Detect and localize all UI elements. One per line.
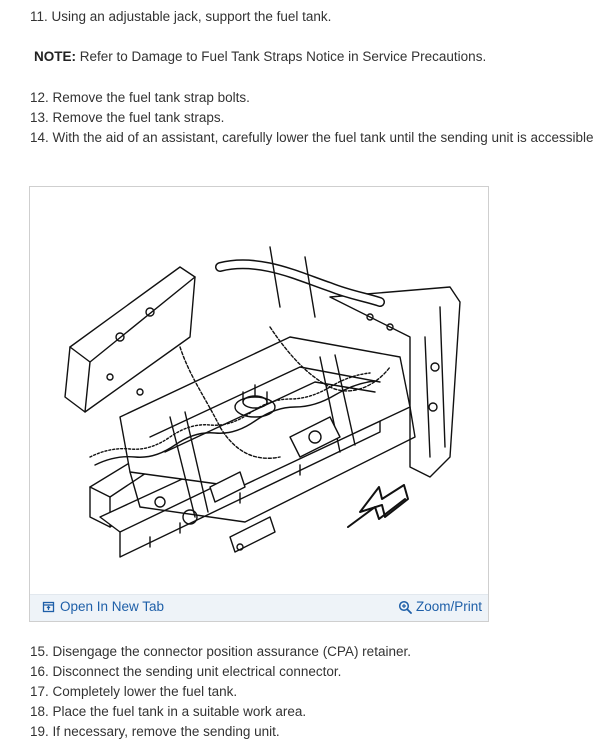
open-in-new-tab-label: Open In New Tab: [60, 599, 165, 614]
step-18: 18. Place the fuel tank in a suitable wo…: [30, 704, 307, 719]
open-new-tab-icon: [42, 601, 55, 612]
fuel-tank-illustration: [64, 246, 461, 558]
open-in-new-tab-link[interactable]: Open In New Tab: [42, 599, 164, 614]
note-label: NOTE:: [34, 49, 76, 64]
figure-toolbar: Open In New Tab Zoom/Print: [30, 594, 488, 621]
fuel-tank-figure: Open In New Tab Zoom/Print: [29, 186, 489, 622]
note: NOTE: Refer to Damage to Fuel Tank Strap…: [34, 48, 486, 66]
step-19: 19. If necessary, remove the sending uni…: [30, 724, 280, 739]
step-17: 17. Completely lower the fuel tank.: [30, 684, 238, 699]
magnifier-icon: [398, 600, 412, 614]
step-15: 15. Disengage the connector position ass…: [30, 644, 411, 659]
step-14: 14. With the aid of an assistant, carefu…: [30, 130, 593, 145]
note-text: Refer to Damage to Fuel Tank Straps Noti…: [76, 49, 487, 64]
step-16: 16. Disconnect the sending unit electric…: [30, 664, 342, 679]
step-12: 12. Remove the fuel tank strap bolts.: [30, 90, 250, 105]
step-13: 13. Remove the fuel tank straps.: [30, 110, 225, 125]
zoom-print-label: Zoom/Print: [415, 599, 482, 614]
zoom-print-link[interactable]: Zoom/Print: [398, 599, 482, 614]
step-11: 11. Using an adjustable jack, support th…: [30, 9, 332, 24]
